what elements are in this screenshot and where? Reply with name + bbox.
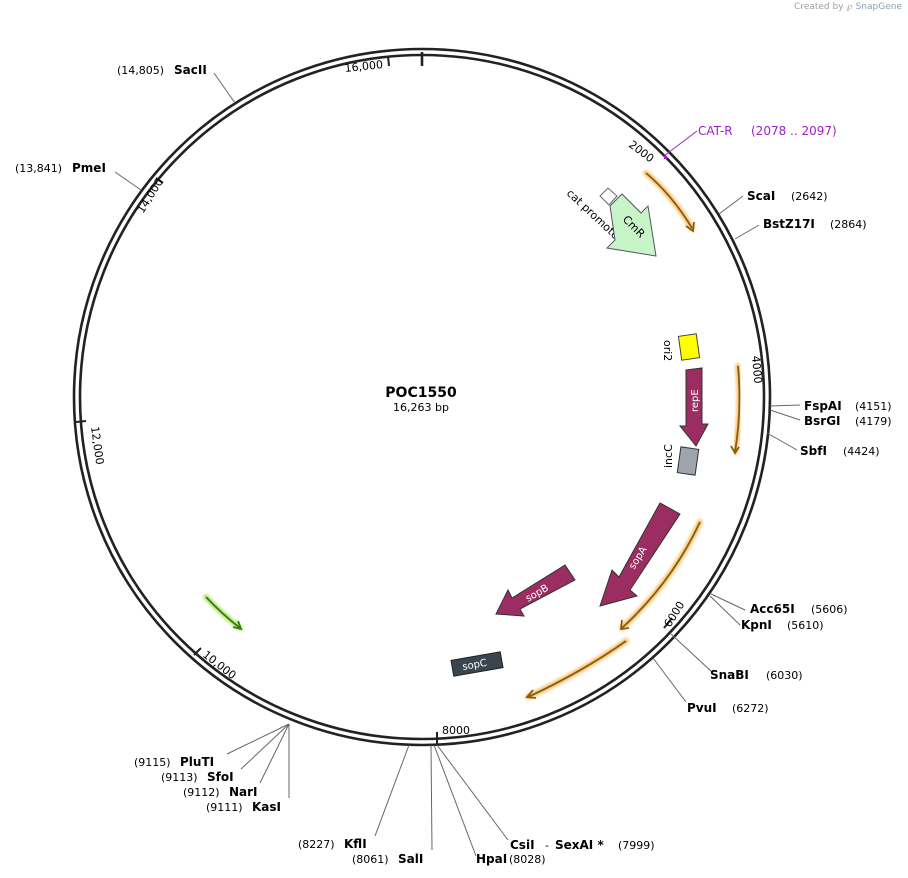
- orange-primer-arc-4: [525, 638, 629, 700]
- site-sfoi[interactable]: SfoI (9113): [161, 770, 234, 784]
- orange-primer-arc-3: [619, 519, 703, 631]
- site-bsrgi[interactable]: BsrGI (4179): [804, 414, 892, 428]
- site-name: PvuI: [687, 701, 717, 715]
- feature-sopA[interactable]: sopA: [599, 502, 681, 607]
- site-name: CsiI: [510, 838, 535, 852]
- site-separator: -: [545, 839, 549, 852]
- site-pos: (9115): [134, 756, 171, 769]
- site-name: PmeI: [72, 161, 106, 175]
- site-pos: (4179): [855, 415, 892, 428]
- site-pos: (2642): [791, 190, 828, 203]
- feature-incC[interactable]: incC: [662, 444, 700, 476]
- sopC-label: sopC: [462, 658, 488, 673]
- feature-sopB[interactable]: sopB: [495, 564, 576, 617]
- site-leaders: [114, 72, 801, 857]
- site-name: BstZ17I: [763, 217, 815, 231]
- site-pos: (5610): [787, 619, 824, 632]
- backbone-outer: [72, 47, 772, 747]
- site-name: KflI: [344, 837, 367, 851]
- tick-4000: 4000: [749, 355, 765, 387]
- primer-range: (2078 .. 2097): [751, 124, 837, 138]
- site-name: KasI: [252, 800, 281, 814]
- site-name: SacII: [174, 63, 207, 77]
- site-name: Acc65I: [750, 602, 795, 616]
- site-name: SfoI: [207, 770, 234, 784]
- site-pos: (4151): [855, 400, 892, 413]
- tick-16000: 16,000: [344, 55, 390, 75]
- site-name: SbfI: [800, 444, 827, 458]
- tick-8000: 8000: [436, 724, 470, 744]
- site-name: BsrGI: [804, 414, 841, 428]
- snapgene-credit: Created by ℘ SnapGene: [794, 2, 902, 12]
- ori2-label: ori2: [661, 340, 674, 361]
- site-pos: (8061): [352, 853, 389, 866]
- site-pos: (14,805): [117, 64, 164, 77]
- site-csii-sexai[interactable]: CsiI - SexAI * (7999): [510, 838, 655, 852]
- tick-12000: 12,000: [75, 420, 106, 466]
- site-pos: (2864): [830, 218, 867, 231]
- feature-ori2[interactable]: ori2: [661, 333, 701, 361]
- site-pos: (4424): [843, 445, 880, 458]
- site-bstz17i[interactable]: BstZ17I (2864): [763, 217, 867, 231]
- site-kpni[interactable]: KpnI (5610): [741, 618, 824, 632]
- site-pos: (7999): [618, 839, 655, 852]
- site-pos: (9112): [183, 786, 220, 799]
- site-hpai[interactable]: HpaI (8028): [476, 852, 546, 866]
- tick-label-16000: 16,000: [344, 58, 384, 75]
- credit-brand: SnapGene: [855, 2, 902, 12]
- plasmid-size: 16,263 bp: [393, 401, 449, 414]
- primer-cat-r[interactable]: CAT-R (2078 .. 2097): [663, 124, 837, 159]
- site-pos: (6030): [766, 669, 803, 682]
- site-scai[interactable]: ScaI (2642): [747, 189, 828, 203]
- orange-primer-arc-2: [730, 363, 743, 455]
- tick-label-8000: 8000: [442, 724, 470, 737]
- site-kasi[interactable]: KasI (9111): [206, 800, 281, 814]
- site-pos: (9111): [206, 801, 243, 814]
- primer-name: CAT-R: [698, 124, 733, 138]
- site-name: KpnI: [741, 618, 772, 632]
- incC-label: incC: [662, 444, 675, 468]
- site-name-2: SexAI *: [555, 838, 604, 852]
- site-name: FspAI: [804, 399, 842, 413]
- site-name: ScaI: [747, 189, 775, 203]
- site-sacii[interactable]: SacII (14,805): [117, 63, 207, 77]
- tick-label-4000: 4000: [749, 355, 764, 384]
- site-pmei[interactable]: PmeI (13,841): [15, 161, 106, 175]
- site-pos: (9113): [161, 771, 198, 784]
- site-sali[interactable]: SalI (8061): [352, 852, 423, 866]
- site-acc65i[interactable]: Acc65I (5606): [750, 602, 848, 616]
- site-pos: (8028): [509, 853, 546, 866]
- tick-label-10000: 10,000: [200, 648, 238, 682]
- site-snabi[interactable]: SnaBI (6030): [710, 668, 803, 682]
- site-name: PluTI: [180, 755, 214, 769]
- feature-sopC[interactable]: sopC: [450, 651, 504, 677]
- feature-repE[interactable]: repE: [678, 367, 709, 447]
- snapgene-logo-icon: ℘: [846, 2, 853, 12]
- orange-primer-arc-1: [643, 170, 695, 233]
- site-name: HpaI: [476, 852, 507, 866]
- site-nari[interactable]: NarI (9112): [183, 785, 258, 799]
- site-sbfi[interactable]: SbfI (4424): [800, 444, 880, 458]
- site-pos: (13,841): [15, 162, 62, 175]
- site-pos: (6272): [732, 702, 769, 715]
- tick-2000: 2000: [626, 138, 661, 165]
- green-primer-arc: [203, 594, 243, 631]
- tick-label-12000: 12,000: [88, 426, 106, 466]
- site-kfli[interactable]: KflI (8227): [298, 837, 367, 851]
- site-pos: (5606): [811, 603, 848, 616]
- feature-cmr[interactable]: CmR: [605, 193, 657, 257]
- site-pvui[interactable]: PvuI (6272): [687, 701, 769, 715]
- site-name: SalI: [398, 852, 423, 866]
- repE-label: repE: [690, 389, 701, 412]
- site-fspai[interactable]: FspAI (4151): [804, 399, 892, 413]
- credit-prefix: Created by: [794, 2, 844, 12]
- site-name: SnaBI: [710, 668, 749, 682]
- site-pos: (8227): [298, 838, 335, 851]
- site-pluti[interactable]: PluTI (9115): [134, 755, 214, 769]
- plasmid-name: POC1550: [385, 385, 457, 401]
- site-name: NarI: [229, 785, 258, 799]
